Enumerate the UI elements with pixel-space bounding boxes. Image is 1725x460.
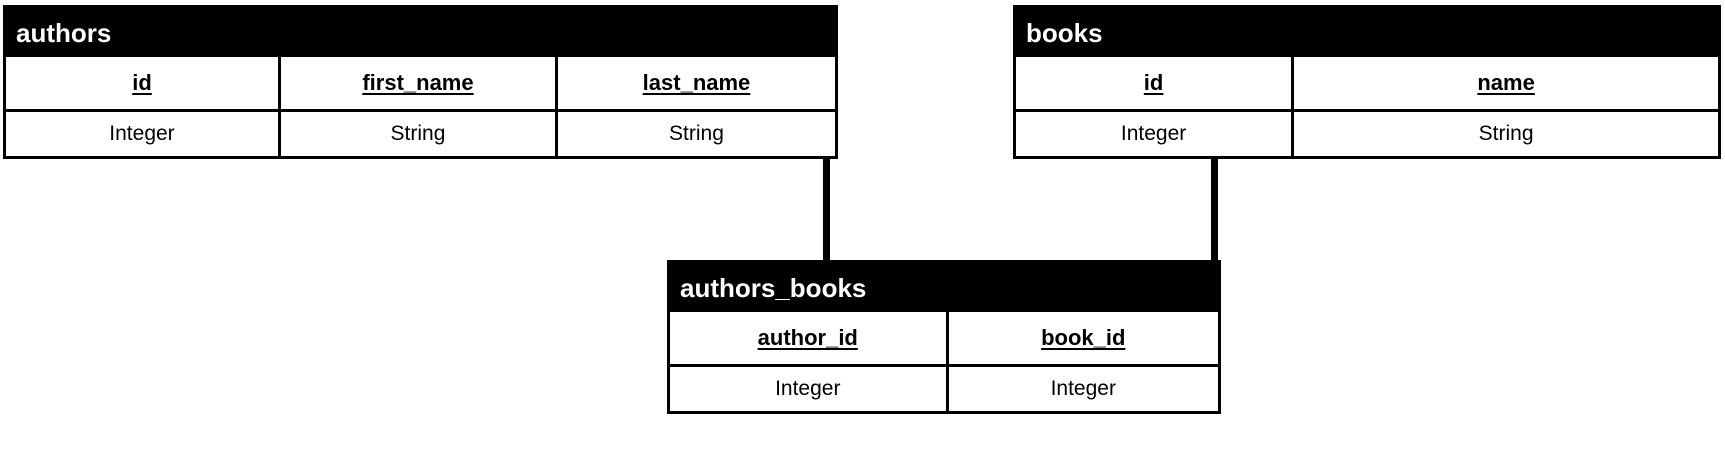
column-header-authors-last_name[interactable]: last_name	[556, 57, 837, 112]
relationship-line-authors-to-authors_books	[823, 157, 830, 263]
column-header-authors-first_name[interactable]: first_name	[279, 57, 558, 112]
relationship-line-books-to-authors_books	[1211, 157, 1218, 263]
column-type-authors-last_name: String	[556, 110, 837, 157]
entity-table-authors_books[interactable]: authors_books author_id book_id Integer …	[667, 260, 1221, 414]
column-header-authors_books-book_id[interactable]: book_id	[947, 312, 1220, 367]
entity-grid-books: id name Integer String	[1013, 57, 1721, 159]
entity-grid-authors_books: author_id book_id Integer Integer	[667, 312, 1221, 414]
column-type-books-name: String	[1292, 110, 1720, 157]
column-header-row: id first_name last_name	[4, 57, 837, 112]
column-type-books-id: Integer	[1014, 110, 1295, 157]
column-type-authors-id: Integer	[4, 110, 281, 157]
column-header-row: author_id book_id	[668, 312, 1220, 367]
column-header-books-id[interactable]: id	[1014, 57, 1295, 112]
entity-title-authors_books: authors_books	[667, 260, 1221, 312]
entity-table-books[interactable]: books id name Integer String	[1013, 5, 1721, 159]
column-header-books-name[interactable]: name	[1292, 57, 1720, 112]
column-type-row: Integer Integer	[668, 365, 1220, 412]
column-type-authors_books-book_id: Integer	[947, 365, 1220, 412]
column-type-authors-first_name: String	[279, 110, 558, 157]
column-header-row: id name	[1014, 57, 1720, 112]
entity-title-authors: authors	[3, 5, 838, 57]
entity-title-books: books	[1013, 5, 1721, 57]
column-header-authors_books-author_id[interactable]: author_id	[668, 312, 949, 367]
column-type-row: Integer String	[1014, 110, 1720, 157]
entity-table-authors[interactable]: authors id first_name last_name Integer …	[3, 5, 838, 159]
column-type-row: Integer String String	[4, 110, 837, 157]
column-type-authors_books-author_id: Integer	[668, 365, 949, 412]
entity-grid-authors: id first_name last_name Integer String S…	[3, 57, 838, 159]
column-header-authors-id[interactable]: id	[4, 57, 281, 112]
